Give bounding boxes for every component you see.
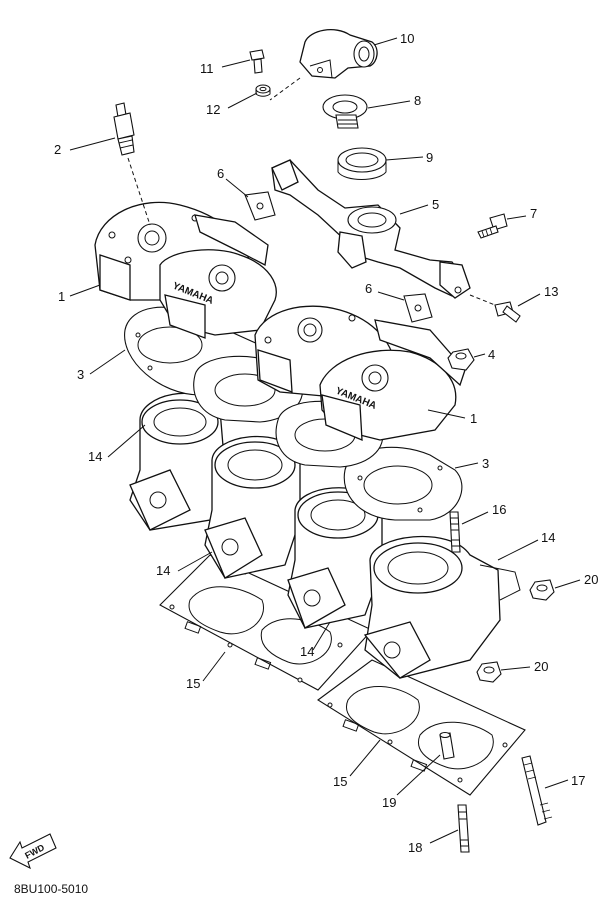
nut-20-lower [476, 661, 502, 683]
callout-16: 16 [492, 502, 506, 517]
callout-4: 4 [488, 347, 495, 362]
callout-1-lower: 1 [470, 411, 477, 426]
callout-20-upper: 20 [584, 572, 598, 587]
callout-15-lower: 15 [333, 774, 347, 789]
nut-4 [447, 348, 475, 371]
callout-9: 9 [426, 150, 433, 165]
water-pipe-assembly [271, 159, 471, 299]
bolt-7 [477, 213, 508, 239]
callout-6-lower: 6 [365, 281, 372, 296]
seal-ring [337, 147, 387, 180]
spark-plug [113, 102, 151, 226]
gasket-6-lower [403, 293, 433, 323]
callout-17: 17 [571, 773, 585, 788]
cylinder-front [363, 535, 521, 679]
callout-labels: 10 11 12 8 9 2 6 5 7 13 6 1 3 4 1 3 14 1… [54, 31, 598, 855]
callout-6-upper: 6 [217, 166, 224, 181]
callout-20-lower: 20 [534, 659, 548, 674]
washer-12 [255, 84, 271, 97]
callout-14-lower: 14 [300, 644, 314, 659]
callout-3-upper: 3 [77, 367, 84, 382]
stud-18 [457, 804, 470, 853]
callout-3-lower: 3 [482, 456, 489, 471]
leader-lines [69, 37, 581, 844]
callout-15-upper: 15 [186, 676, 200, 691]
callout-13: 13 [544, 284, 558, 299]
callout-14-left: 14 [156, 563, 170, 578]
thermostat-cover [269, 29, 378, 101]
callout-5: 5 [432, 197, 439, 212]
callout-11: 11 [200, 61, 214, 76]
cylinder-head-front: YAMAHA [254, 305, 466, 441]
dowel-pin-19 [439, 731, 455, 760]
head-gasket-front [343, 446, 463, 521]
base-gasket-front [317, 659, 526, 796]
callout-18: 18 [408, 840, 422, 855]
callout-8: 8 [414, 93, 421, 108]
callout-2: 2 [54, 142, 61, 157]
cylinder-head-rear: YAMAHA [94, 201, 277, 339]
callout-14-right: 14 [541, 530, 555, 545]
cylinder-rear [129, 392, 226, 531]
callout-10: 10 [400, 31, 414, 46]
bolt-13 [469, 294, 521, 323]
base-gasket-rear [159, 554, 373, 691]
thermostat [322, 94, 368, 129]
cylinder-middle-rear [204, 435, 301, 579]
bolt-11 [249, 49, 265, 74]
callout-1-upper: 1 [58, 289, 65, 304]
callout-19: 19 [382, 795, 396, 810]
stud-17 [521, 755, 553, 826]
gasket-6-upper [244, 191, 276, 221]
forward-direction-arrow: FWD [9, 833, 57, 870]
nut-20-upper [529, 579, 555, 601]
diagram-code: 8BU100-5010 [14, 882, 88, 896]
callout-14-upper: 14 [88, 449, 102, 464]
stud-16 [449, 511, 461, 553]
callout-7: 7 [530, 206, 537, 221]
callout-12: 12 [206, 102, 220, 117]
